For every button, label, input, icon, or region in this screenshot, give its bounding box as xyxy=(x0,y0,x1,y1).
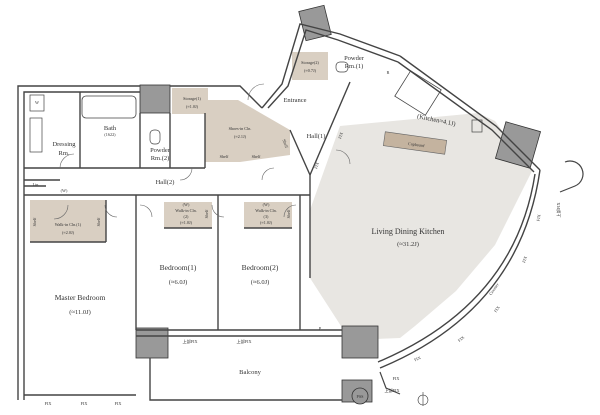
label-shelf-c: Shelf xyxy=(282,138,290,149)
label-shelf-b: Shelf xyxy=(252,154,261,159)
ldk-floor xyxy=(310,113,532,340)
label-shelf-wic3: Shelf xyxy=(286,209,291,218)
label-jogefix-4: 上部FIX xyxy=(555,202,562,217)
label-fix-5: FIX xyxy=(337,131,344,139)
column-bath xyxy=(139,84,171,114)
label-storage1-area: (≈1.0J) xyxy=(186,104,199,109)
label-w-paren-1: (W) xyxy=(61,188,68,193)
label-shelf-wic1-right: Shelf xyxy=(96,217,101,226)
label-wic3-3: (≈1.0J) xyxy=(260,220,273,225)
label-powder1-1: Powder xyxy=(344,55,365,62)
label-fix-6: FIX xyxy=(535,214,541,222)
label-fix-2: FIX xyxy=(81,401,88,406)
column-balcony-left xyxy=(135,327,169,359)
label-wic2-1: Walk-in Cln. xyxy=(175,208,197,213)
balcony-curve-bottom xyxy=(379,371,401,395)
label-jogefix-3: 上部FIX xyxy=(384,387,399,394)
label-dressing-2: Rm. xyxy=(58,150,69,157)
toilet-1 xyxy=(335,61,349,73)
label-balcony: Balcony xyxy=(239,369,261,376)
pss-circle xyxy=(351,387,369,405)
label-fix-3: FIX xyxy=(115,401,122,406)
label-hall2: Hall(2) xyxy=(156,179,175,186)
north-arrow xyxy=(417,392,429,406)
wic2-fill xyxy=(164,202,212,228)
label-r: R xyxy=(387,70,390,75)
dressing-sink xyxy=(29,117,43,153)
fridge xyxy=(471,119,483,133)
column-kitchen xyxy=(494,121,542,169)
label-p: P xyxy=(319,326,322,331)
label-fix-4: FIX xyxy=(313,161,320,169)
label-master-area: (≈11.0J) xyxy=(69,309,91,316)
column-balcony-right xyxy=(341,325,379,359)
label-fix-10: FIX xyxy=(413,355,421,362)
walls xyxy=(17,23,541,401)
label-wic3-1: Walk-in Cln. xyxy=(255,208,277,213)
bathtub xyxy=(81,95,137,119)
label-wic2-2: (2) xyxy=(184,214,189,219)
storage1-fill xyxy=(172,88,208,114)
label-jogefix-2: 上部FIX xyxy=(236,338,251,345)
label-powder2-2: Rm.(2) xyxy=(151,155,170,162)
label-master: Master Bedroom xyxy=(55,293,106,302)
label-wic1-1: Walk-in Cln.(1) xyxy=(55,222,82,227)
label-w-paren-2: (W) xyxy=(183,202,190,207)
label-pss: PSS xyxy=(357,394,365,399)
label-shoes-1: Shoes-in Cln. xyxy=(229,126,252,131)
label-shelf-wic1-left: Shelf xyxy=(32,217,37,226)
label-wic2-3: (≈1.0J) xyxy=(180,220,193,225)
kitchen-counter xyxy=(394,70,442,116)
label-powder2-1: Powder xyxy=(150,147,171,154)
label-bed2: Bedroom(2) xyxy=(242,263,279,272)
label-bath: Bath xyxy=(104,125,117,132)
label-fix-7: FIX xyxy=(521,255,528,263)
cupboard-block xyxy=(382,131,448,155)
label-shelf-wic2: Shelf xyxy=(204,209,209,218)
label-storage2: Storage(2) xyxy=(301,60,319,65)
balcony-curve-top xyxy=(559,160,584,193)
label-wic1-2: (≈2.0J) xyxy=(62,230,75,235)
label-powder1-2: Rm.(1) xyxy=(345,63,364,70)
label-living-area: (≈31.2J) xyxy=(397,241,419,248)
washer xyxy=(29,94,45,112)
shoes-closet-fill xyxy=(205,100,290,162)
label-bed1: Bedroom(1) xyxy=(160,263,197,272)
label-shelf-a: Shelf xyxy=(220,154,229,159)
toilet-2 xyxy=(149,129,161,145)
label-bed2-area: (≈6.0J) xyxy=(251,279,270,286)
label-fix-8: FIX xyxy=(493,305,501,313)
label-storage2-area: (≈0.7J) xyxy=(304,68,317,73)
label-lin: Lin. xyxy=(33,182,40,187)
label-fix-1: FIX xyxy=(45,401,52,406)
label-w: W xyxy=(35,100,39,105)
label-wic3-2: (3) xyxy=(264,214,269,219)
doors xyxy=(53,83,351,220)
label-living: Living Dining Kitchen xyxy=(372,227,445,236)
label-storage1: Storage(1) xyxy=(183,96,201,101)
label-cupboard: Cupboard xyxy=(408,141,426,148)
label-entrance: Entrance xyxy=(283,97,306,104)
label-bed1-area: (≈6.0J) xyxy=(169,279,188,286)
label-fix-11: FIX xyxy=(393,376,400,381)
column-top xyxy=(298,4,332,42)
label-jogefix-1: 上部FIX xyxy=(182,338,197,345)
label-shoes-2: (≈2.1J) xyxy=(234,134,247,139)
label-w-paren-3: (W) xyxy=(263,202,270,207)
label-bath-size: (1622) xyxy=(104,132,116,137)
label-dressing-1: Dressing xyxy=(52,141,76,148)
label-hall1: Hall(1) xyxy=(307,133,326,140)
label-fix-9: FIX xyxy=(457,335,465,343)
